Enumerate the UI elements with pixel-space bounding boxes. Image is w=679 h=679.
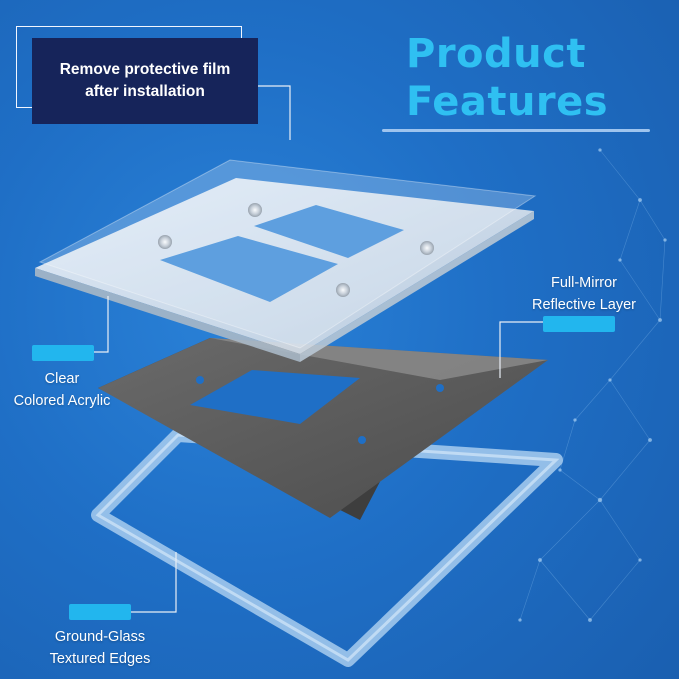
note-line-1: Remove protective film (59, 61, 231, 78)
network-pattern (518, 148, 667, 623)
protective-film (38, 159, 537, 349)
mirror-layer-label: Full-Mirror Reflective Layer (514, 272, 654, 316)
ground-glass-frame (91, 428, 563, 667)
note-line-2: after installation (85, 83, 205, 100)
acrylic-plate (35, 178, 534, 362)
acrylic-label-line-1: Clear (44, 371, 80, 387)
title-line-1: Product (406, 31, 586, 77)
acrylic-label-line-2: Colored Acrylic (13, 393, 111, 409)
edges-label-chip (69, 604, 131, 620)
mirror-label-line-2: Reflective Layer (532, 297, 636, 313)
mirror-label-line-1: Full-Mirror (550, 275, 618, 291)
edges-label-line-2: Textured Edges (49, 651, 151, 667)
title-underline (382, 129, 650, 132)
acrylic-label: Clear Colored Acrylic (2, 368, 122, 412)
page-title: Product Features (406, 30, 608, 126)
edges-label-line-1: Ground-Glass (54, 629, 146, 645)
edges-label: Ground-Glass Textured Edges (36, 626, 164, 670)
mirror-label-chip (543, 316, 615, 332)
title-line-2: Features (406, 79, 609, 125)
mirror-layer (98, 338, 548, 520)
acrylic-label-chip (32, 345, 94, 361)
film-removal-note: Remove protective film after installatio… (32, 38, 258, 124)
